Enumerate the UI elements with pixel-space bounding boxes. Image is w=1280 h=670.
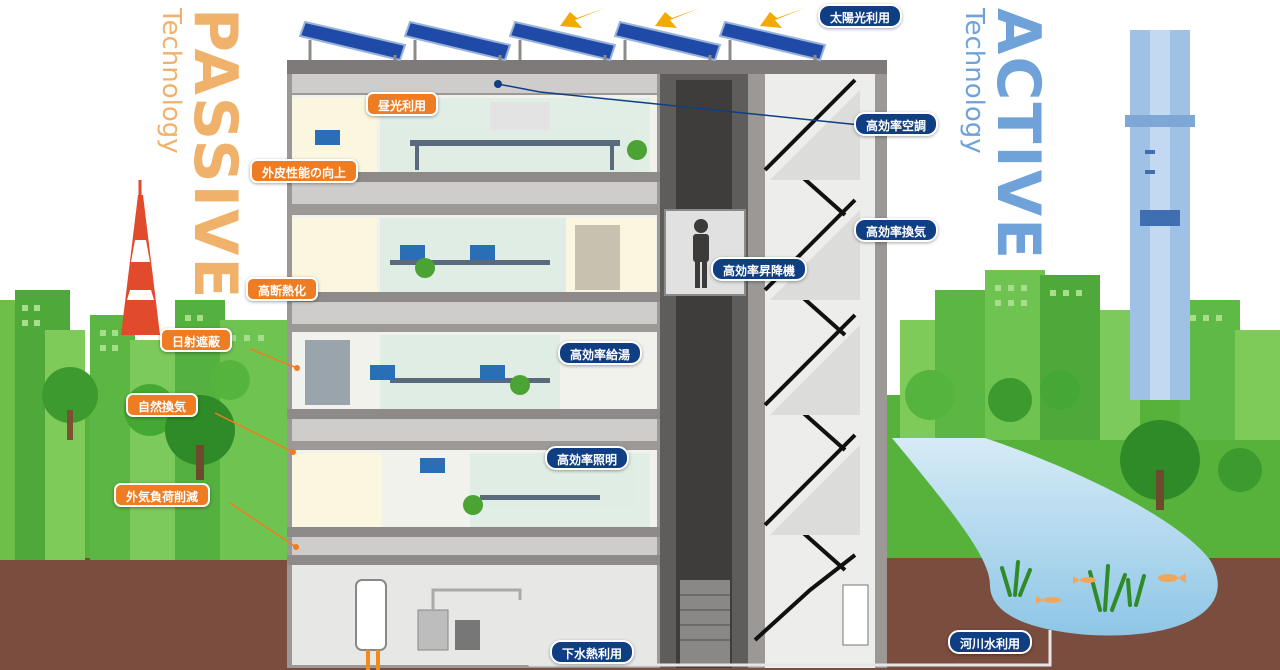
active-title-text: ACTIVE xyxy=(983,8,1053,262)
passive-title: PASSIVE Technology xyxy=(156,8,250,301)
label-solar: 太陽光利用 xyxy=(818,4,903,28)
equipment xyxy=(355,579,522,670)
office-furniture xyxy=(305,102,620,500)
fish-icon xyxy=(1036,573,1186,604)
label-ventilation: 高効率換気 xyxy=(854,218,939,242)
label-lighting: 高効率照明 xyxy=(545,446,630,470)
callout-lines xyxy=(214,348,298,548)
solar-panel-icon xyxy=(298,20,827,62)
label-elevator: 高効率昇降機 xyxy=(711,257,808,281)
skyscraper-icon xyxy=(1125,30,1195,400)
left-city xyxy=(0,290,290,560)
tower-icon xyxy=(121,180,160,335)
label-river-water: 河川水利用 xyxy=(948,630,1033,654)
sewage-pipe xyxy=(528,590,1052,667)
label-sewage-heat: 下水熱利用 xyxy=(550,640,635,664)
active-title: ACTIVE Technology xyxy=(959,8,1053,262)
plant-icons xyxy=(415,140,647,515)
person-icon xyxy=(693,219,709,288)
label-daylight: 昼光利用 xyxy=(366,92,439,116)
label-water-heater: 高効率給湯 xyxy=(558,341,643,365)
aircon-line xyxy=(497,83,861,126)
label-insulation: 高断熱化 xyxy=(246,277,319,301)
label-outside-air: 外気負荷削減 xyxy=(114,483,211,507)
label-shading: 日射遮蔽 xyxy=(160,328,233,352)
label-aircon: 高効率空調 xyxy=(854,112,939,136)
label-envelope: 外皮性能の向上 xyxy=(250,159,359,183)
label-natural-vent: 自然換気 xyxy=(126,393,199,417)
river xyxy=(892,438,1218,636)
passive-title-text: PASSIVE xyxy=(180,8,250,301)
sun-ray-icon xyxy=(560,8,805,28)
